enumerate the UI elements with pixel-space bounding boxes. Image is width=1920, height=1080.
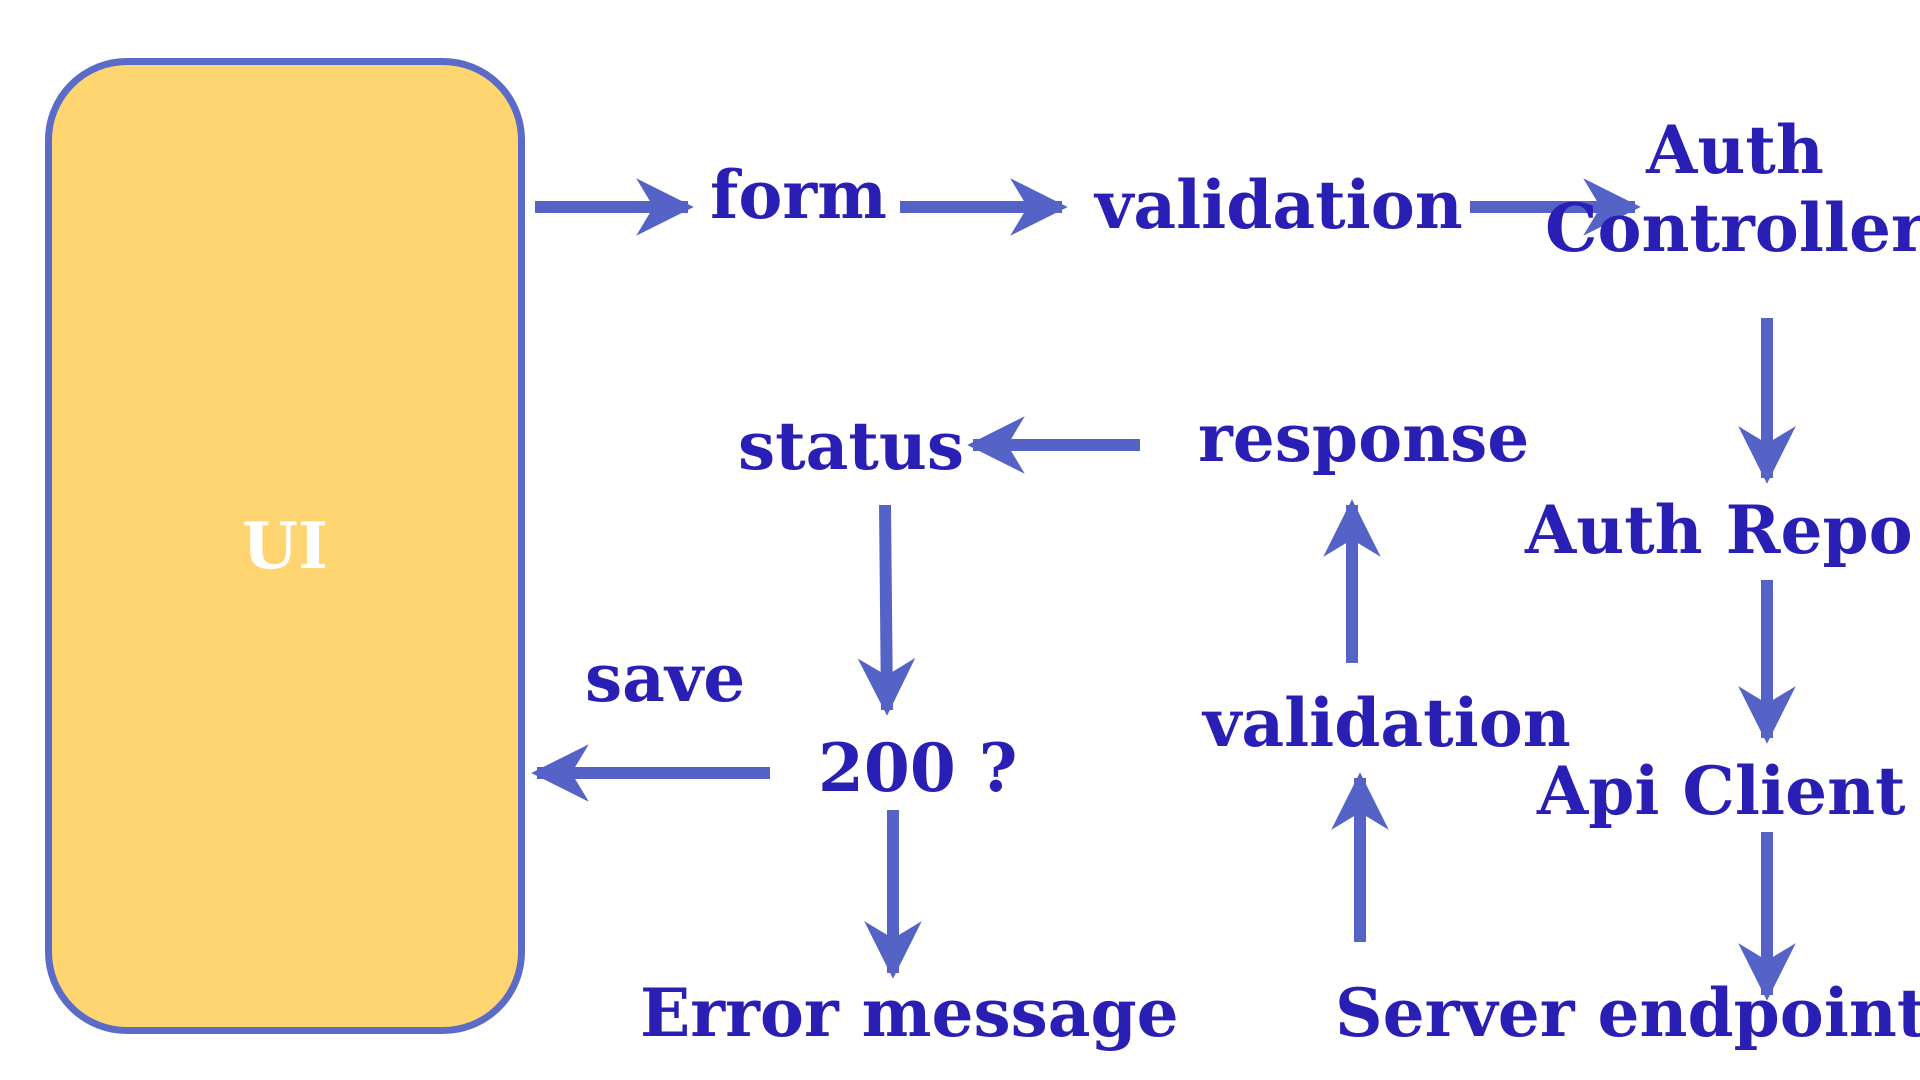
arrow-status-to-200 (857, 504, 916, 716)
node-auth-controller-line1: Auth (1646, 111, 1824, 189)
node-validation-bottom: validation (1203, 684, 1571, 762)
node-auth-repo: Auth Repo (1525, 491, 1913, 569)
ui-box: UI (45, 58, 525, 1034)
node-save: save (585, 639, 746, 717)
node-status: status (738, 407, 965, 485)
node-api-client: Api Client (1537, 752, 1906, 830)
node-error-message: Error message (640, 974, 1179, 1052)
ui-label: UI (242, 508, 328, 584)
node-200-check: 200 ? (818, 729, 1018, 807)
node-auth-controller: Auth Controller (1545, 111, 1920, 268)
node-auth-controller-line2: Controller (1545, 188, 1920, 267)
node-server-endpoint: Server endpoint (1335, 974, 1920, 1052)
node-response: response (1198, 399, 1530, 477)
node-form: form (710, 156, 888, 234)
node-validation-top: validation (1095, 166, 1463, 244)
